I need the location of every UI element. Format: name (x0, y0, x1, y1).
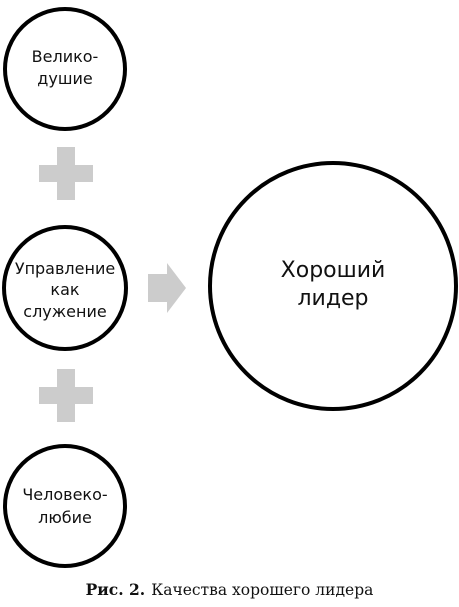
plus-icon-bar (57, 147, 75, 200)
node-good-leader: Хороший лидер (208, 161, 458, 411)
figure-number: Рис. 2. (85, 580, 146, 599)
node-good-leader-circle (208, 161, 458, 411)
node-magnanimity-circle (3, 7, 127, 131)
arrow-right-icon-shape (148, 263, 186, 313)
node-servant-line1: Управление (15, 259, 115, 278)
node-philanthropy-line2: любие (38, 508, 92, 527)
node-magnanimity: Велико- душие (3, 7, 127, 131)
node-philanthropy-line1: Человеко- (22, 485, 107, 504)
plus-icon (39, 369, 93, 422)
node-leader-line1: Хороший (281, 258, 386, 283)
node-magnanimity-line1: Велико- (32, 47, 99, 66)
node-servant-line3: служение (23, 302, 106, 321)
figure-caption-text: Качества хорошего лидера (151, 581, 374, 599)
node-philanthropy-circle (3, 444, 127, 568)
plus-icon (39, 147, 93, 200)
node-servant-leadership: Управление как служение (2, 225, 128, 351)
node-philanthropy: Человеко- любие (3, 444, 127, 568)
node-leader-line2: лидер (297, 286, 368, 311)
figure-caption: Рис. 2. Качества хорошего лидера (0, 580, 459, 599)
arrow-right-icon (148, 263, 186, 313)
plus-icon-bar (57, 369, 75, 422)
node-servant-line2: как (50, 280, 79, 299)
node-magnanimity-line2: душие (37, 69, 92, 88)
node-servant-leadership-circle (2, 225, 128, 351)
